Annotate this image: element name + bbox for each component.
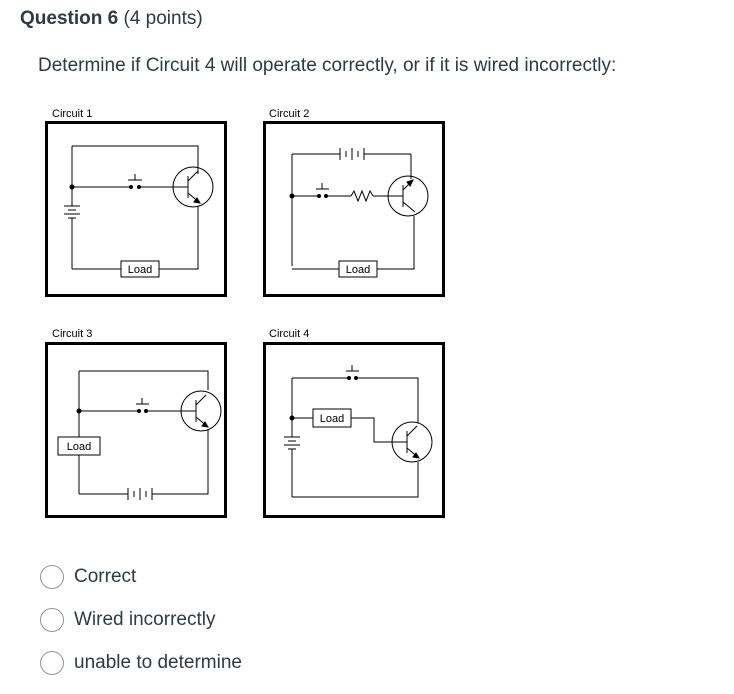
option-wired-incorrectly[interactable]: Wired incorrectly bbox=[40, 607, 215, 633]
question-points: (4 points) bbox=[123, 8, 203, 29]
circuit-3-label: Circuit 3 bbox=[52, 328, 93, 340]
radio-wired-incorrectly[interactable] bbox=[40, 608, 64, 632]
circuit-1-label: Circuit 1 bbox=[52, 108, 93, 120]
circuit-2-diagram: Load bbox=[263, 121, 445, 297]
option-wired-incorrectly-label: Wired incorrectly bbox=[74, 609, 216, 630]
option-correct[interactable]: Correct bbox=[40, 564, 136, 590]
circuit-1-load-label: Load bbox=[128, 264, 152, 276]
radio-correct[interactable] bbox=[40, 565, 64, 589]
circuit-3-diagram: Load bbox=[45, 342, 227, 518]
radio-unable-to-determine[interactable] bbox=[40, 651, 64, 675]
circuit-3-load-label: Load bbox=[67, 441, 91, 453]
option-unable-to-determine[interactable]: unable to determine bbox=[40, 650, 242, 676]
circuit-1-diagram: Load bbox=[45, 121, 227, 297]
option-correct-label: Correct bbox=[74, 566, 137, 587]
question-title: Question 6 bbox=[20, 8, 119, 29]
circuit-4-diagram: Load bbox=[263, 342, 445, 518]
question-header: Question 6 (4 points) bbox=[20, 8, 203, 30]
circuit-2-label: Circuit 2 bbox=[269, 108, 310, 120]
circuit-2-load-label: Load bbox=[346, 264, 370, 276]
circuit-4-load-label: Load bbox=[320, 413, 344, 425]
question-text: Determine if Circuit 4 will operate corr… bbox=[38, 55, 617, 76]
option-unable-to-determine-label: unable to determine bbox=[74, 652, 242, 673]
circuit-4-label: Circuit 4 bbox=[269, 328, 310, 340]
